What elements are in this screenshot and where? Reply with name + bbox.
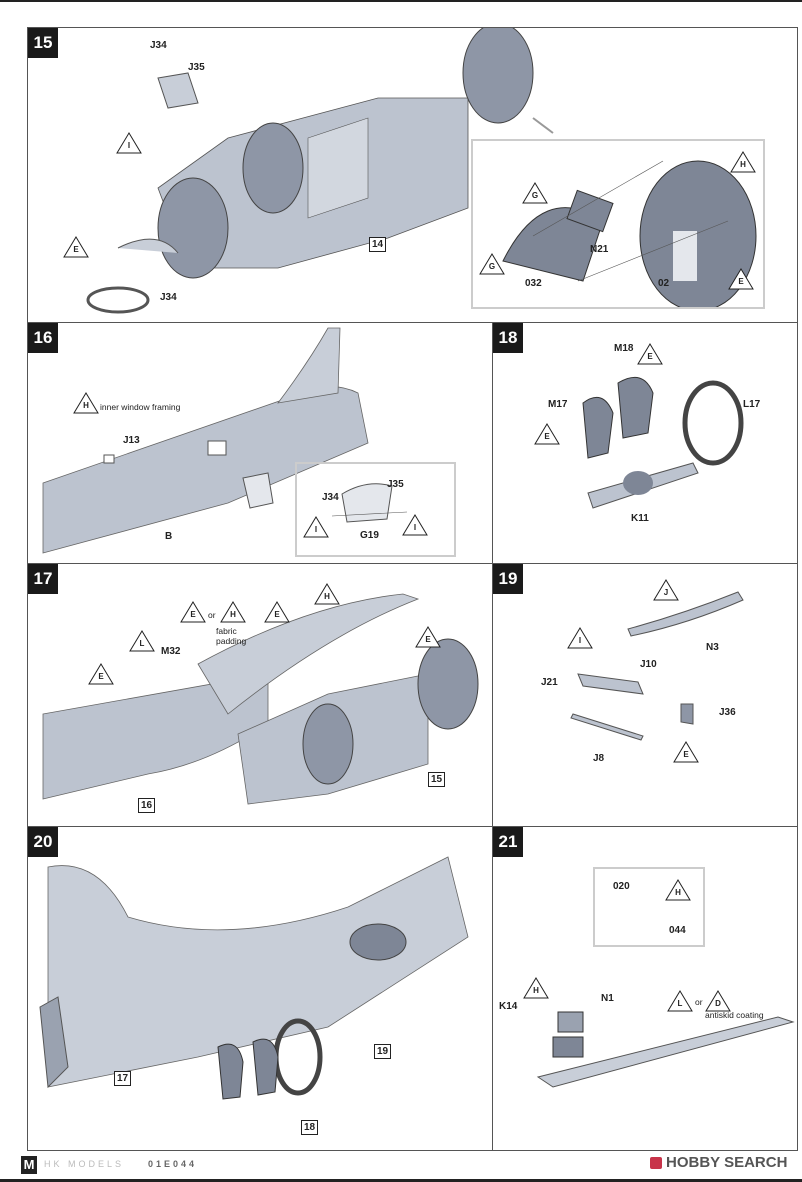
- callout-paint-e: E: [637, 343, 663, 365]
- hk-models-logo: M: [21, 1156, 37, 1174]
- detail-inset-seat: 020 044 H: [593, 867, 705, 947]
- callout-paint-e: E: [180, 601, 206, 623]
- callout-paint-e: E: [673, 741, 699, 763]
- step-ref-16: 16: [138, 798, 156, 813]
- step-number: 15: [28, 28, 58, 58]
- part-label-j34-ring: J34: [160, 292, 177, 303]
- step-ref-19: 19: [374, 1044, 392, 1059]
- part-label-j35: J35: [188, 62, 205, 73]
- step-16-panel: 16 H inner window framing J13 B J34 J35 …: [27, 322, 493, 564]
- callout-paint-d: D: [705, 990, 731, 1012]
- detail-inset-radio-bulkhead: N21 032 02 G G H E: [471, 139, 765, 309]
- top-rule: [0, 0, 802, 2]
- note-fabric: fabric: [216, 626, 237, 636]
- note-antiskid-coating: antiskid coating: [705, 1010, 764, 1020]
- callout-paint-l: L: [667, 990, 693, 1012]
- callout-paint-e: E: [534, 423, 560, 445]
- callout-paint-l: L: [129, 630, 155, 652]
- step-21-panel: 21 020 044 H H K14 N1 L or D antiskid co…: [492, 826, 798, 1151]
- part-label-n1: N1: [601, 993, 614, 1004]
- fuselage-closing-illustration: [39, 856, 469, 1100]
- step-17-panel: 17 L M32 E E or H fabric padding E H E 1…: [27, 563, 493, 827]
- step-number: 18: [493, 323, 523, 353]
- footer-brand: HK MODELS: [44, 1159, 125, 1169]
- step-18-panel: 18 M18 M17 L17 K11 E E: [492, 322, 798, 564]
- callout-paint-h: H: [314, 583, 340, 605]
- rear-fuselage-illustration: [42, 327, 369, 554]
- part-label-j34: J34: [322, 492, 339, 503]
- part-label-j21: J21: [541, 677, 558, 688]
- step-number: 21: [493, 827, 523, 857]
- watermark-hobby-search: HOBBY SEARCH: [666, 1154, 788, 1171]
- part-label-m32: M32: [161, 646, 181, 657]
- step-number: 19: [493, 564, 523, 594]
- part-label-k11: K11: [631, 513, 649, 524]
- footer-code: 01E044: [148, 1159, 198, 1169]
- hobby-search-icon: [650, 1157, 662, 1169]
- part-label-m18: M18: [614, 343, 634, 354]
- callout-paint-e: E: [264, 601, 290, 623]
- floor-panel-illustration: [536, 1011, 795, 1088]
- step-ref-14: 14: [369, 237, 387, 252]
- part-label-b: B: [165, 531, 173, 542]
- callout-paint-h: H: [730, 151, 756, 173]
- step-ref-17: 17: [114, 1071, 132, 1086]
- callout-paint-h: H: [665, 879, 691, 901]
- fuselage-nose-section-illustration: [86, 28, 554, 314]
- fuselage-halves-join-illustration: [42, 593, 479, 805]
- part-label-j8: J8: [593, 753, 605, 764]
- part-label-j13: J13: [123, 435, 140, 446]
- callout-paint-h: H: [523, 977, 549, 999]
- part-label-j10: J10: [640, 659, 657, 670]
- callout-paint-i: I: [116, 132, 142, 154]
- part-label-m17: M17: [548, 399, 568, 410]
- part-label-o2: 02: [658, 278, 670, 289]
- bottom-rule: [0, 1179, 802, 1182]
- callout-paint-g: G: [522, 182, 548, 204]
- step-15-panel: 15 J34 J35 I E J34 14 N21 032 02 G G H E: [27, 27, 798, 323]
- note-inner-window-framing: inner window framing: [100, 402, 181, 412]
- part-label-j36: J36: [719, 707, 736, 718]
- callout-paint-h: H: [220, 601, 246, 623]
- note-or: or: [208, 610, 216, 620]
- part-label-o32: 032: [525, 278, 542, 289]
- part-label-n3: N3: [706, 642, 719, 653]
- step-number: 20: [28, 827, 58, 857]
- part-label-g19: G19: [360, 530, 379, 541]
- bulkhead-detail-illustration: [502, 160, 757, 307]
- callout-paint-e: E: [63, 236, 89, 258]
- callout-paint-e: E: [88, 663, 114, 685]
- callout-paint-i: I: [402, 514, 428, 536]
- seat-rail-assembly-illustration: [570, 591, 744, 741]
- note-padding: padding: [216, 636, 247, 646]
- part-label-l17: L17: [743, 399, 761, 410]
- part-label-n21: N21: [590, 244, 609, 255]
- callout-paint-g: G: [479, 253, 505, 275]
- step-20-panel: 20 17 18 19: [27, 826, 493, 1151]
- step-number: 17: [28, 564, 58, 594]
- page-footer: M HK MODELS 01E044 HOBBY SEARCH: [0, 1150, 802, 1182]
- part-label-o44: 044: [669, 925, 686, 936]
- callout-paint-e: E: [728, 268, 754, 290]
- bulkhead-assembly-illustration: [582, 376, 744, 509]
- part-label-o20: 020: [613, 881, 630, 892]
- callout-paint-j: J: [653, 579, 679, 601]
- step-ref-15: 15: [428, 772, 446, 787]
- step-number: 16: [28, 323, 58, 353]
- detail-inset-window: J34 J35 G19 I I: [295, 462, 456, 557]
- part-label-j34: J34: [150, 40, 167, 51]
- step-ref-18: 18: [301, 1120, 319, 1135]
- callout-paint-e: E: [415, 626, 441, 648]
- note-or: or: [695, 997, 703, 1007]
- step-19-panel: 19 J N3 I J10 J21 J36 J8 E: [492, 563, 798, 827]
- window-detail-illustration: [331, 483, 408, 523]
- part-label-j35: J35: [387, 479, 404, 490]
- callout-paint-i: I: [303, 516, 329, 538]
- callout-paint-i: I: [567, 627, 593, 649]
- callout-paint-h: H: [73, 392, 99, 414]
- part-label-k14: K14: [499, 1001, 518, 1012]
